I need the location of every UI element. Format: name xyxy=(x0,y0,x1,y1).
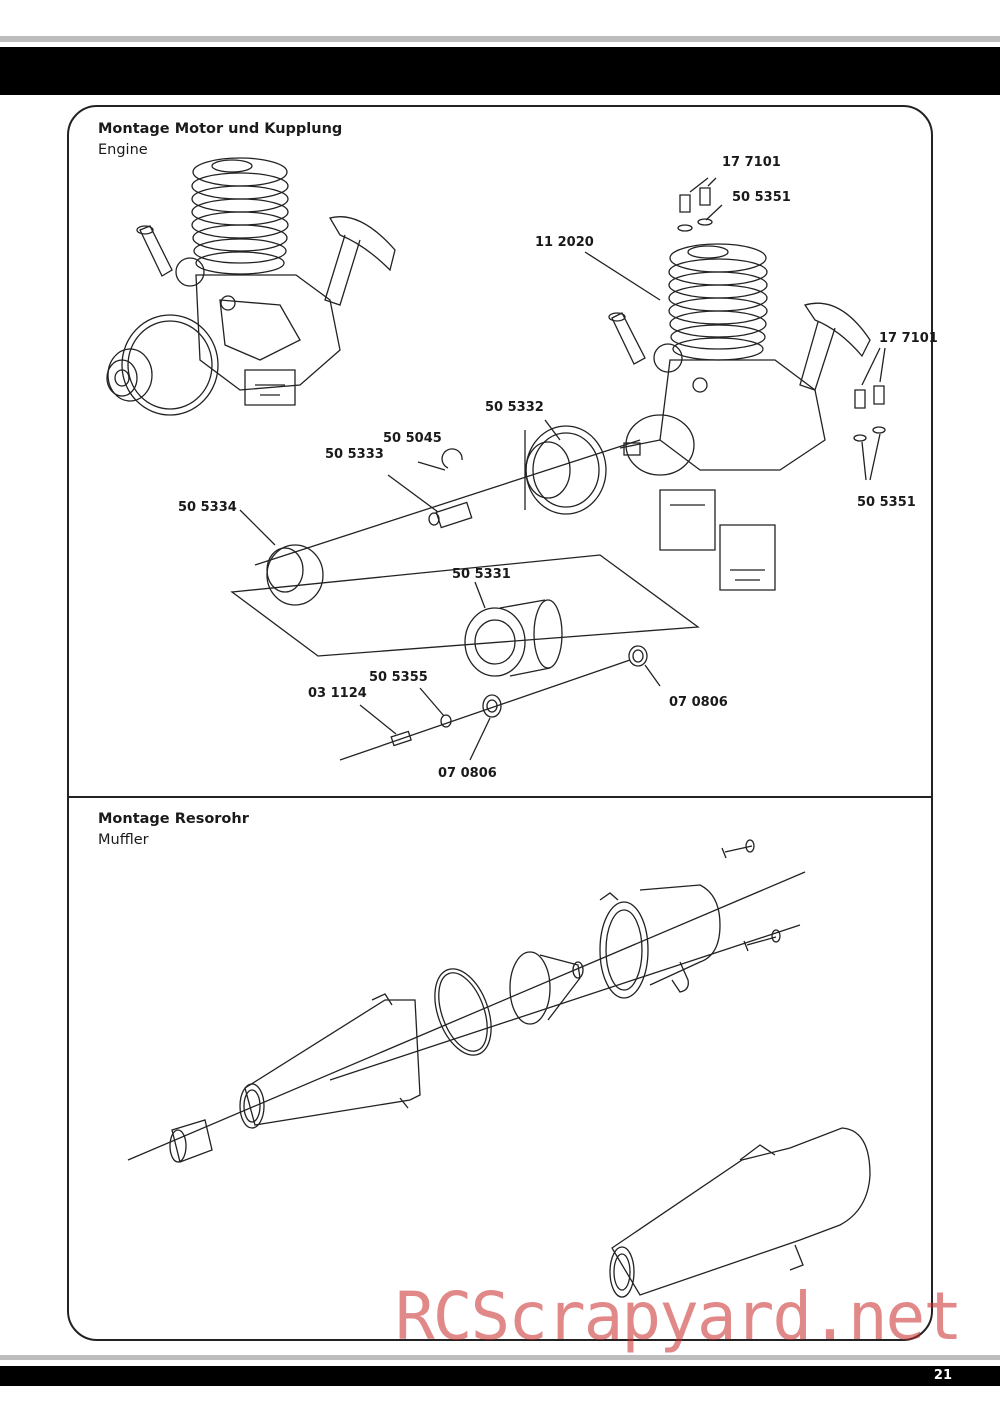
clutch-parts-illustration xyxy=(230,419,700,761)
exploded-engine-illustration xyxy=(584,177,886,591)
part-label-505045: 50 5045 xyxy=(383,431,442,446)
part-label-505355: 50 5355 xyxy=(369,670,428,685)
section-divider xyxy=(67,796,933,798)
part-label-505351-top: 50 5351 xyxy=(732,190,791,205)
muffler-section-subtitle: Muffler xyxy=(98,832,149,848)
muffler-parts-illustration xyxy=(127,839,871,1298)
part-label-505331: 50 5331 xyxy=(452,567,511,582)
engine-section-subtitle: Engine xyxy=(98,142,148,158)
assembled-engine-illustration xyxy=(106,157,396,416)
header-bar xyxy=(0,47,1000,95)
part-label-070806-right: 07 0806 xyxy=(669,695,728,710)
diagram-frame xyxy=(67,105,933,1341)
engine-section-title: Montage Motor und Kupplung xyxy=(98,121,343,137)
part-label-070806-bottom: 07 0806 xyxy=(438,766,497,781)
part-label-505333: 50 5333 xyxy=(325,447,384,462)
part-label-505332: 50 5332 xyxy=(485,400,544,415)
footer-bar xyxy=(0,1366,1000,1386)
footer-rule xyxy=(0,1355,1000,1360)
page-number: 21 xyxy=(933,1368,952,1383)
part-label-031124: 03 1124 xyxy=(308,686,367,701)
part-label-505351-right: 50 5351 xyxy=(857,495,916,510)
watermark: RCScrapyard.net xyxy=(395,1278,963,1355)
muffler-section-title: Montage Resorohr xyxy=(98,811,249,827)
part-label-177101-right: 17 7101 xyxy=(879,331,938,346)
part-label-177101-top: 17 7101 xyxy=(722,155,781,170)
header-rule xyxy=(0,36,1000,42)
part-label-112020: 11 2020 xyxy=(535,235,594,250)
part-label-505334: 50 5334 xyxy=(178,500,237,515)
